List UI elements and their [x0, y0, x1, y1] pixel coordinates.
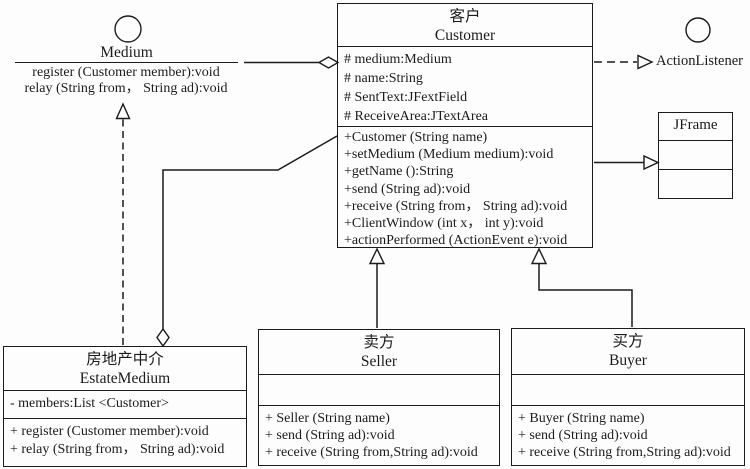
method-line: +Customer (String name) [344, 130, 488, 145]
method-line: +receive (String from， String ad):void [344, 198, 568, 214]
attribute-line: # ReceiveArea:JTextArea [344, 109, 488, 124]
realization-arrowhead-icon [115, 102, 131, 120]
method-line: + receive (String from,String ad):void [265, 445, 478, 460]
customer-class-title: 客户 Customer [338, 4, 592, 46]
method-line: +setMedium (Medium medium):void [344, 147, 554, 163]
method-line: +getName ():String [344, 164, 454, 180]
method-line: + Seller (String name) [265, 411, 390, 426]
seller-class: 卖方 Seller + Seller (String name) + send … [258, 329, 500, 466]
attribute-line: # name:String [344, 71, 423, 86]
method-line: +send (String ad):void [344, 181, 471, 197]
jframe-methods [659, 169, 732, 198]
medium-interface-name: Medium [15, 43, 238, 63]
aggregation-diamond-icon [156, 327, 170, 348]
method-line: +actionPerformed (ActionEvent e):void [344, 233, 568, 247]
estatemedium-attributes: - members:List <Customer> [4, 390, 246, 418]
medium-operation: relay (String from， String ad):void [24, 80, 228, 96]
estatemedium-name-en: EstateMedium [79, 369, 171, 387]
buyer-name-zh: 买方 [612, 333, 644, 350]
method-line: + register (Customer member):void [10, 424, 209, 439]
jframe-class: JFrame [658, 112, 733, 199]
attribute-line: - members:List <Customer> [10, 396, 169, 411]
medium-operation: register (Customer member):void [32, 65, 220, 80]
buyer-methods: + Buyer (String name) + send (String ad)… [512, 405, 744, 465]
method-line: + send (String ad):void [518, 428, 648, 443]
buyer-name-en: Buyer [609, 351, 647, 369]
jframe-attributes [659, 140, 732, 169]
buyer-class-title: 买方 Buyer [512, 329, 744, 374]
generalization-arrowhead-icon [530, 247, 548, 265]
customer-class: 客户 Customer # medium:Medium # name:Strin… [337, 3, 593, 248]
buyer-attributes [512, 374, 744, 405]
method-line: + receive (String from,String ad):void [518, 445, 731, 460]
generalization-arrowhead-icon [643, 154, 660, 171]
method-line: +ClientWindow (int x， int y):void [344, 216, 544, 232]
seller-attributes [259, 374, 499, 405]
buyer-customer-generalization-line [538, 264, 633, 327]
realization-arrowhead-icon [637, 54, 654, 70]
estatemedium-class: 房地产中介 EstateMedium - members:List <Custo… [3, 346, 247, 467]
seller-methods: + Seller (String name) + send (String ad… [259, 405, 499, 465]
estatemedium-class-title: 房地产中介 EstateMedium [4, 347, 246, 390]
buyer-class: 买方 Buyer + Buyer (String name) + send (S… [511, 328, 745, 466]
actionlistener-interface-circle-icon [685, 17, 711, 43]
seller-name-en: Seller [360, 352, 398, 370]
aggregation-diamond-icon [317, 56, 340, 69]
seller-class-title: 卖方 Seller [259, 330, 499, 374]
customer-name-zh: 客户 [449, 8, 481, 25]
estatemedium-methods: + register (Customer member):void + rela… [4, 418, 246, 466]
estatemedium-customer-aggregation-line [162, 135, 338, 329]
estatemedium-name-zh: 房地产中介 [86, 351, 164, 368]
actionlistener-interface-name: ActionListener [656, 53, 743, 69]
customer-methods: +Customer (String name) +setMedium (Medi… [338, 126, 592, 247]
customer-attributes: # medium:Medium # name:String # SentText… [338, 46, 592, 126]
method-line: + Buyer (String name) [518, 411, 645, 426]
attribute-line: # SentText:JFextField [344, 90, 468, 105]
method-line: + send (String ad):void [265, 428, 395, 443]
medium-interface-circle-icon [114, 15, 142, 43]
generalization-arrowhead-icon [368, 247, 386, 265]
attribute-line: # medium:Medium [344, 52, 452, 67]
jframe-class-title: JFrame [673, 117, 718, 133]
customer-name-en: Customer [434, 26, 496, 44]
seller-name-zh: 卖方 [363, 334, 395, 351]
medium-interface-operations: register (Customer member):void relay (S… [6, 65, 246, 97]
method-line: + relay (String from， String ad):void [10, 441, 225, 457]
